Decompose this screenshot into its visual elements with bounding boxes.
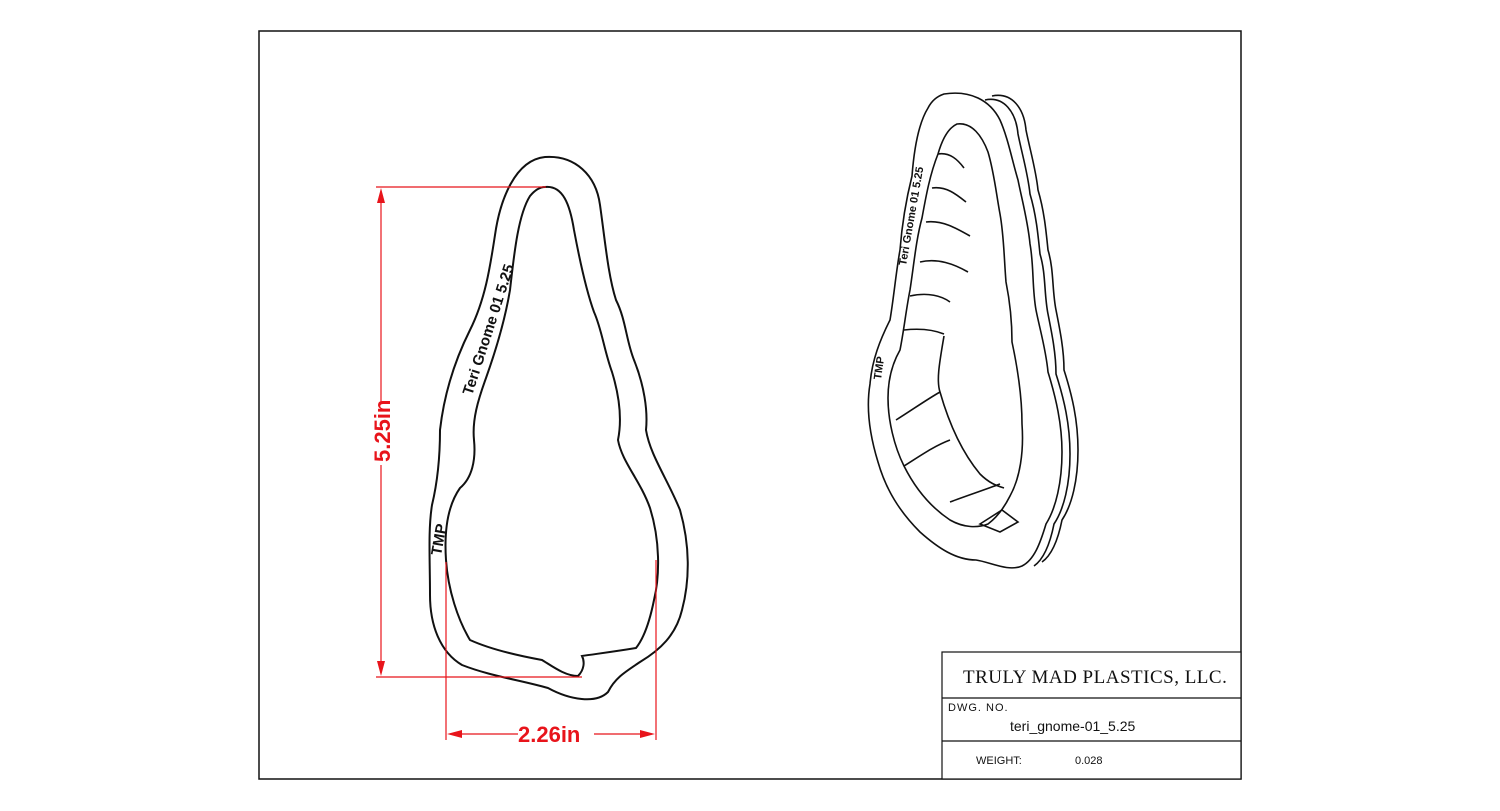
iso-engraving-maker: TMP (872, 356, 887, 381)
front-engraving-maker: TMP (428, 523, 450, 557)
iso-inner-rim (887, 123, 1024, 528)
dwg-no-label: DWG. NO. (948, 702, 1009, 714)
iso-wall-band-4 (919, 259, 969, 273)
height-label-gap (368, 403, 394, 465)
weight-label: WEIGHT: (976, 755, 1022, 767)
iso-wall-band-3 (925, 220, 971, 237)
iso-wall-band-5 (909, 293, 951, 303)
iso-wall-band-9 (949, 483, 1001, 503)
company-name: TRULY MAD PLASTICS, LLC. (963, 667, 1227, 688)
weight-value: 0.028 (1075, 755, 1103, 767)
iso-back-layer-3 (991, 94, 1079, 563)
iso-back-layer-2 (984, 98, 1071, 567)
width-arrow-right (640, 730, 655, 738)
width-dimension-label: 2.26in (518, 722, 580, 747)
iso-wall-band-2 (931, 186, 967, 203)
front-inner-outline (444, 185, 660, 678)
dwg-no-value: teri_gnome-01_5.25 (1010, 718, 1136, 734)
height-arrow-bottom (377, 661, 385, 676)
iso-wall-floor-edge (937, 335, 1005, 489)
height-dimension-label: 5.25in (370, 400, 395, 462)
iso-outer-rim (867, 92, 1063, 569)
title-block-frame (941, 651, 1242, 780)
iso-wall-band-6 (903, 328, 945, 335)
height-arrow-top (377, 188, 385, 203)
iso-notch (978, 509, 1020, 533)
iso-wall-band-1 (937, 152, 965, 169)
sheet-border (258, 30, 1242, 780)
front-outer-outline (428, 155, 689, 701)
title-block: TRULY MAD PLASTICS, LLC. DWG. NO. teri_g… (941, 651, 1242, 780)
iso-wall-band-8 (903, 439, 951, 467)
isometric-view (867, 92, 1079, 569)
width-arrow-left (447, 730, 462, 738)
iso-wall-band-7 (895, 391, 941, 421)
width-dimension (445, 560, 657, 740)
height-dimension (376, 186, 582, 678)
front-engraving-name: Teri Gnome 01 5.25 (460, 262, 518, 397)
front-view (428, 155, 689, 701)
